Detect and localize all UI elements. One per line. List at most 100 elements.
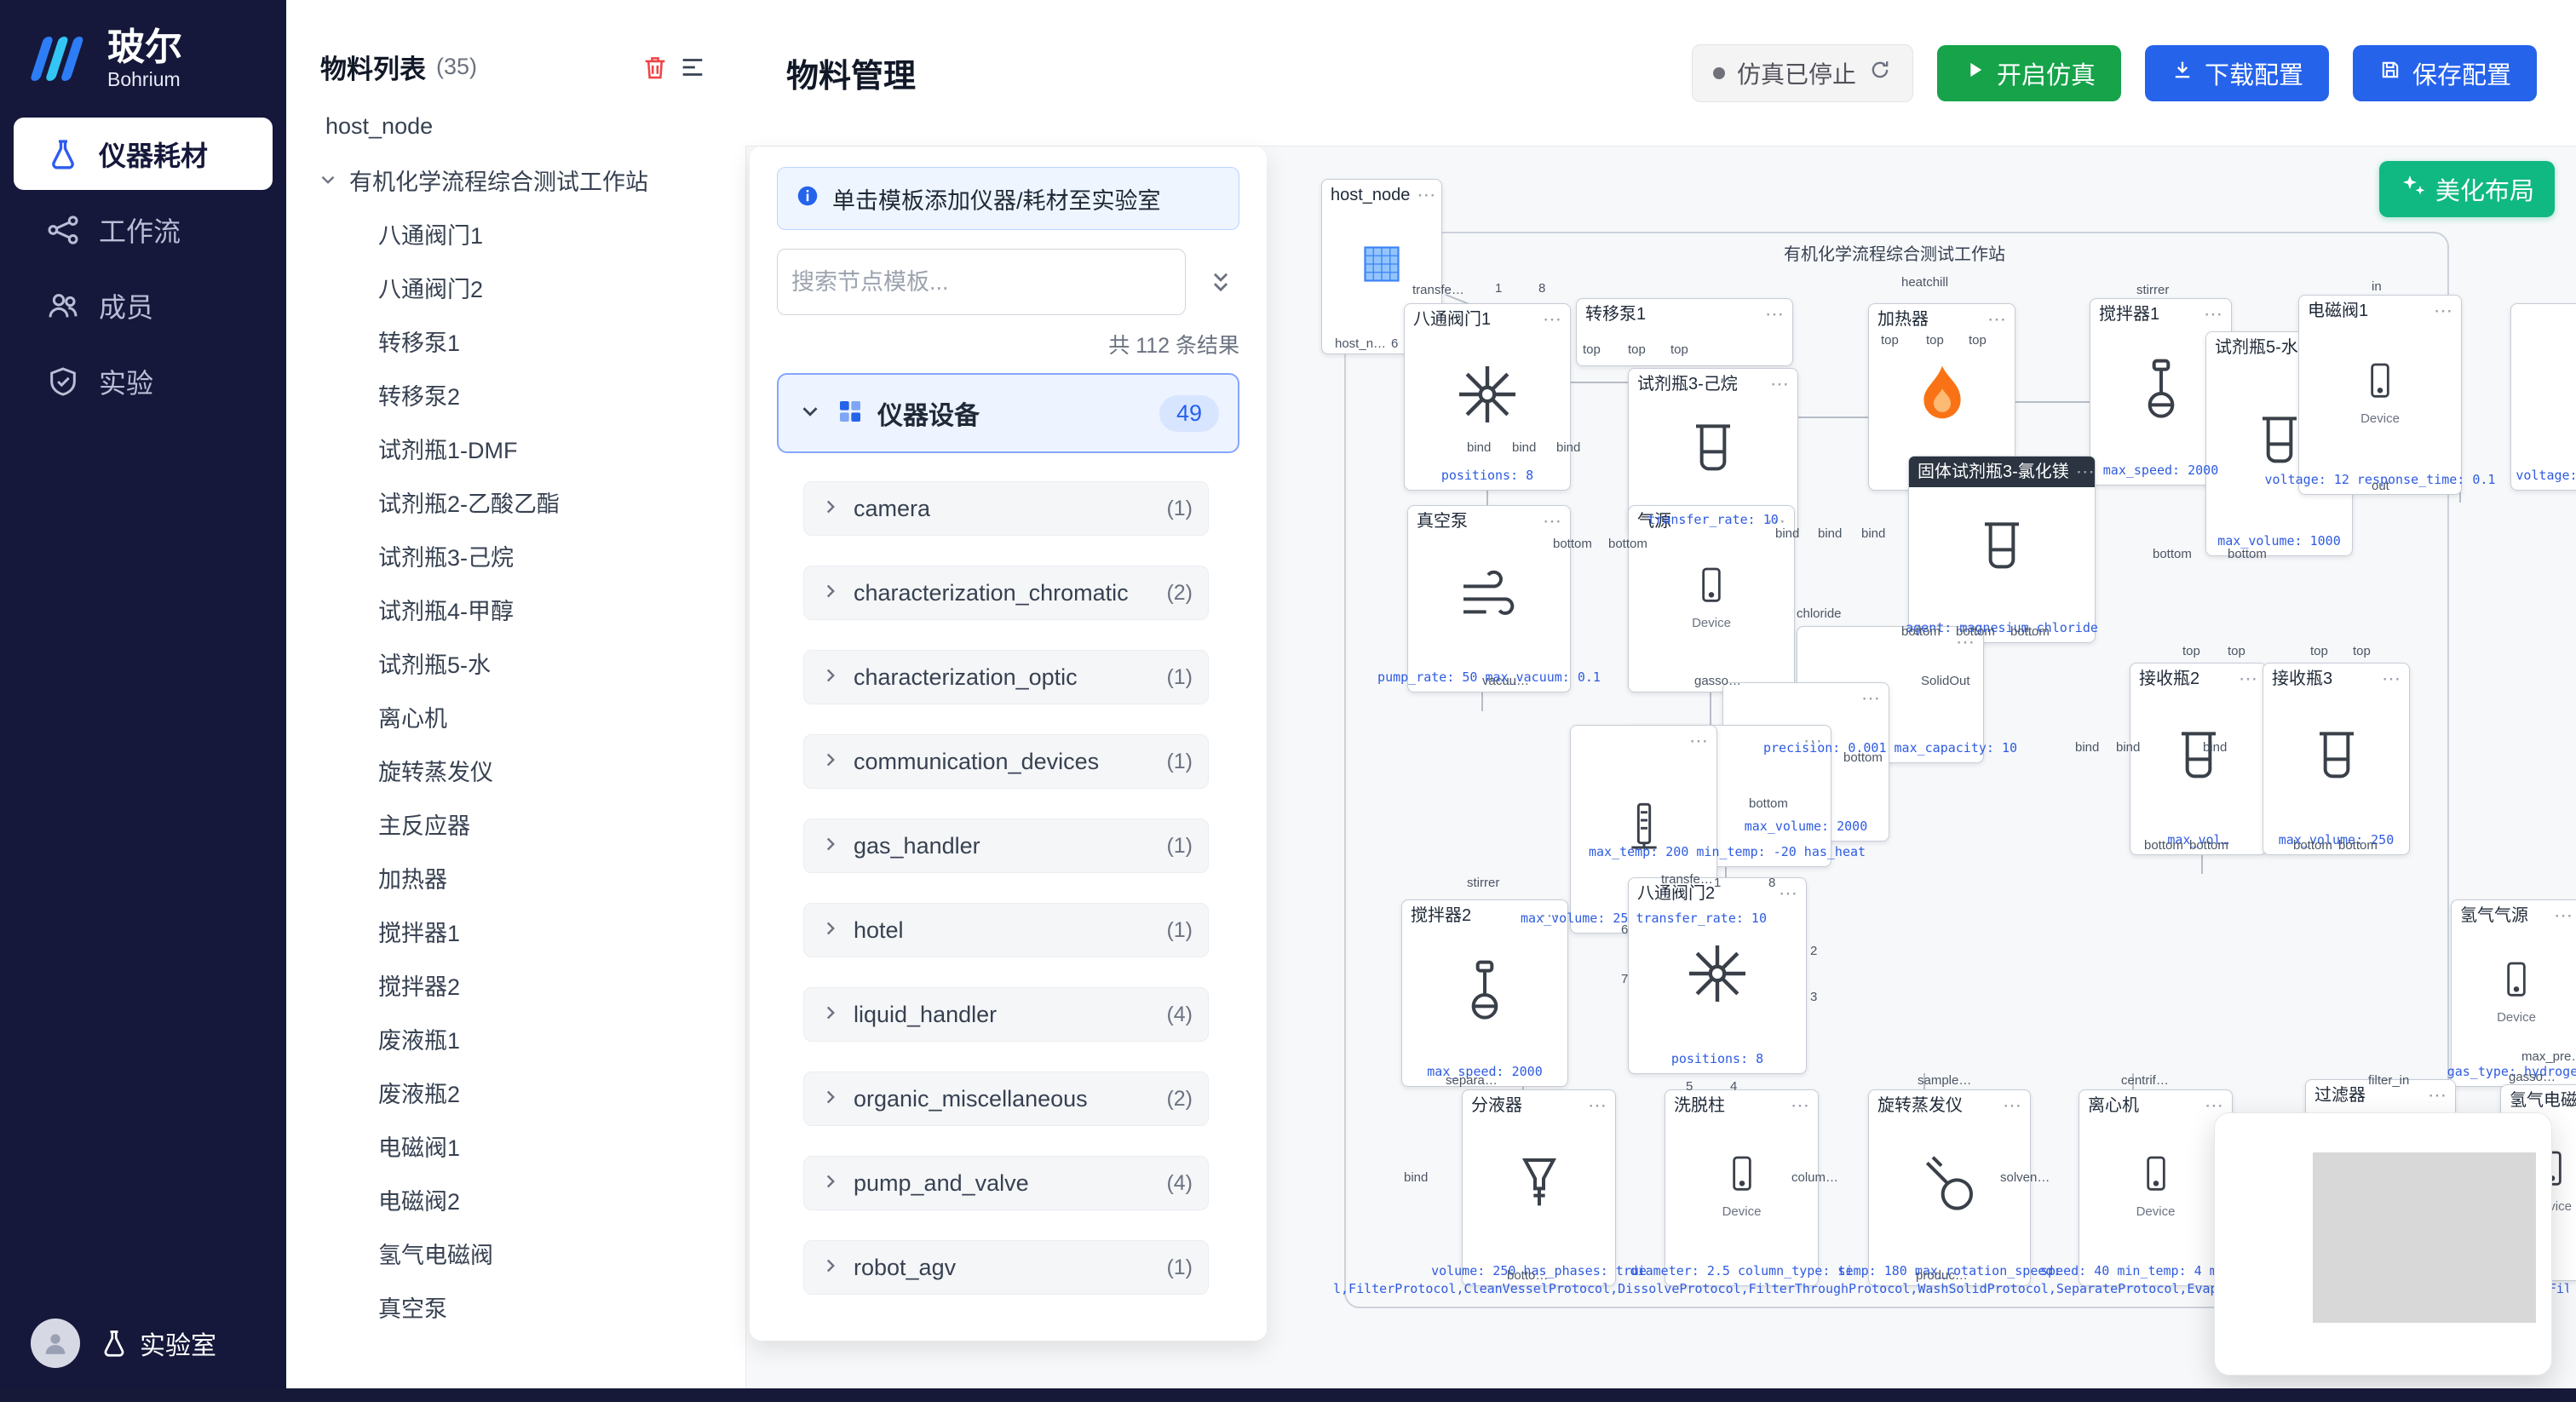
tree-item[interactable]: 旋转蒸发仪	[286, 750, 745, 790]
node-menu-icon[interactable]: ⋯	[2239, 668, 2257, 689]
category-label: communication_devices	[854, 748, 1100, 774]
category-row-camera[interactable]: camera(1)	[803, 481, 1209, 536]
cylinder-icon	[1571, 755, 1716, 899]
category-row-robot_agv[interactable]: robot_agv(1)	[803, 1240, 1209, 1295]
node-menu-icon[interactable]: ⋯	[1987, 308, 2006, 330]
canvas-node-转移泵1[interactable]: 转移泵1⋯	[1576, 298, 1793, 366]
tree-item[interactable]: 试剂瓶2-乙酸乙酯	[286, 482, 745, 521]
chevron-down-icon[interactable]	[317, 167, 342, 192]
tree-item[interactable]: 试剂瓶1-DMF	[286, 428, 745, 468]
node-menu-icon[interactable]: ⋯	[1767, 510, 1785, 531]
tree-item-host-node[interactable]: host_node	[286, 106, 745, 146]
canvas-node-分液器[interactable]: 分液器⋯volume: 250 has_phases: true	[1431, 1089, 1647, 1286]
canvas-node-八通阀门2[interactable]: 八通阀门2⋯positions: 8	[1628, 877, 1807, 1074]
tree-item[interactable]: 试剂瓶3-己烷	[286, 536, 745, 575]
template-search-input[interactable]	[777, 249, 1186, 315]
node-menu-icon[interactable]: ⋯	[1803, 730, 1822, 751]
sidebar-item-instrument[interactable]: 仪器耗材	[14, 118, 273, 190]
canvas-node-旋转蒸发仪[interactable]: 旋转蒸发仪⋯temp: 180 max_rotation_speed:	[1838, 1089, 2061, 1286]
node-menu-icon[interactable]: ⋯	[1956, 631, 1975, 652]
sidebar-item-members[interactable]: 成员	[14, 269, 273, 342]
category-row-communication_devices[interactable]: communication_devices(1)	[803, 734, 1209, 789]
category-row-organic_miscellaneous[interactable]: organic_miscellaneous(2)	[803, 1072, 1209, 1126]
sidebar-item-experiment[interactable]: 实验	[14, 345, 273, 417]
tree-item[interactable]: 加热器	[286, 858, 745, 897]
tree-item[interactable]: 转移泵1	[286, 321, 745, 360]
node-menu-icon[interactable]: ⋯	[2382, 668, 2401, 689]
tree-item[interactable]: 搅拌器1	[286, 911, 745, 951]
sidebar-item-workflow[interactable]: 工作流	[14, 193, 273, 266]
canvas-node-接收瓶3[interactable]: 接收瓶3⋯max_volume: 250	[2263, 663, 2410, 855]
node-menu-icon[interactable]: ⋯	[1543, 510, 1561, 531]
canvas-node-固体试剂瓶3-氯化镁[interactable]: 固体试剂瓶3-氯化镁⋯agent: magnesium_chloride	[1906, 456, 2098, 643]
group-instrument-devices[interactable]: 仪器设备 49	[777, 373, 1239, 453]
canvas-node-真空泵[interactable]: 真空泵⋯pump_rate: 50 max_vacuum: 0.1	[1377, 505, 1601, 692]
start-simulation-button[interactable]: 开启仿真	[1936, 44, 2121, 101]
tree-item[interactable]: 废液瓶1	[286, 1019, 745, 1058]
node-menu-icon[interactable]: ⋯	[2434, 300, 2452, 321]
save-config-button[interactable]: 保存配置	[2352, 44, 2537, 101]
tree-item[interactable]: 电磁阀1	[286, 1126, 745, 1165]
tree-item[interactable]: 氢气电磁阀	[286, 1233, 745, 1273]
node-menu-icon[interactable]: ⋯	[1540, 905, 1559, 926]
canvas-node[interactable]: ⋯voltage: 12	[2510, 303, 2576, 491]
tree-item[interactable]: 转移泵2	[286, 375, 745, 414]
canvas-node-搅拌器2[interactable]: 搅拌器2⋯max_speed: 2000	[1401, 899, 1568, 1087]
tree-item[interactable]: 搅拌器2	[286, 965, 745, 1004]
simulation-status-pill[interactable]: 仿真已停止	[1691, 43, 1913, 102]
add-template-banner[interactable]: 单击模板添加仪器/耗材至实验室	[777, 167, 1239, 230]
node-menu-icon[interactable]: ⋯	[2003, 1095, 2021, 1116]
node-menu-icon[interactable]: ⋯	[2075, 461, 2095, 482]
canvas-node-host_node[interactable]: host_node⋯	[1321, 179, 1442, 354]
category-row-liquid_handler[interactable]: liquid_handler(4)	[803, 987, 1209, 1042]
delete-trash-icon[interactable]	[636, 49, 674, 86]
tree-item[interactable]: 主反应器	[286, 804, 745, 843]
tree-item[interactable]: 离心机	[286, 697, 745, 736]
node-menu-icon[interactable]: ⋯	[1543, 308, 1561, 330]
download-config-button[interactable]: 下载配置	[2144, 44, 2329, 101]
user-avatar[interactable]	[31, 1319, 80, 1368]
tree-item[interactable]: 八通阀门1	[286, 214, 745, 253]
category-row-gas_handler[interactable]: gas_handler(1)	[803, 819, 1209, 873]
tree-item[interactable]: 废液瓶2	[286, 1072, 745, 1112]
refresh-icon[interactable]	[1868, 58, 1892, 88]
category-row-hotel[interactable]: hotel(1)	[803, 903, 1209, 957]
node-menu-icon[interactable]: ⋯	[1588, 1095, 1607, 1116]
node-menu-icon[interactable]: ⋯	[1791, 1095, 1809, 1116]
list-settings-icon[interactable]	[674, 49, 711, 86]
category-row-characterization_chromatic[interactable]: characterization_chromatic(2)	[803, 566, 1209, 620]
canvas-node-八通阀门1[interactable]: 八通阀门1⋯positions: 8	[1404, 303, 1571, 491]
category-row-characterization_optic[interactable]: characterization_optic(1)	[803, 650, 1209, 704]
node-menu-icon[interactable]: ⋯	[1765, 303, 1784, 325]
tree-item[interactable]: 试剂瓶4-甲醇	[286, 589, 745, 629]
beautify-layout-button[interactable]: 美化布局	[2379, 161, 2555, 217]
collapse-all-icon[interactable]	[1202, 263, 1239, 301]
category-label: gas_handler	[854, 832, 980, 859]
node-menu-icon[interactable]: ⋯	[2204, 303, 2222, 325]
node-menu-icon[interactable]: ⋯	[2554, 905, 2573, 926]
node-menu-icon[interactable]: ⋯	[2428, 1084, 2447, 1106]
tree-item[interactable]: 八通阀门2	[286, 267, 745, 307]
tree-item[interactable]: 试剂瓶5-水	[286, 643, 745, 682]
canvas-node-接收瓶2[interactable]: 接收瓶2⋯max_vol…	[2130, 663, 2267, 855]
tree-item[interactable]: 电磁阀2	[286, 1180, 745, 1219]
node-menu-icon[interactable]: ⋯	[1770, 373, 1789, 394]
node-menu-icon[interactable]: ⋯	[1779, 882, 1797, 904]
tree-item[interactable]: 真空泵	[286, 1287, 745, 1326]
node-menu-icon[interactable]: ⋯	[1861, 687, 1880, 709]
chevron-right-icon	[819, 1086, 842, 1112]
brand-logo[interactable]: 玻尔 Bohrium	[0, 0, 286, 114]
category-row-pump_and_valve[interactable]: pump_and_valve(4)	[803, 1156, 1209, 1210]
node-menu-icon[interactable]: ⋯	[1689, 730, 1708, 751]
node-menu-icon[interactable]: ⋯	[2205, 1095, 2223, 1116]
tree-item-workstation[interactable]: 有机化学流程综合测试工作站	[286, 160, 745, 199]
node-menu-icon[interactable]: ⋯	[1417, 184, 1436, 205]
lab-entry-link[interactable]: 实验室	[99, 1324, 216, 1362]
minimap-panel[interactable]	[2214, 1112, 2552, 1376]
canvas-node-气源[interactable]: 气源⋯Device	[1628, 505, 1795, 692]
